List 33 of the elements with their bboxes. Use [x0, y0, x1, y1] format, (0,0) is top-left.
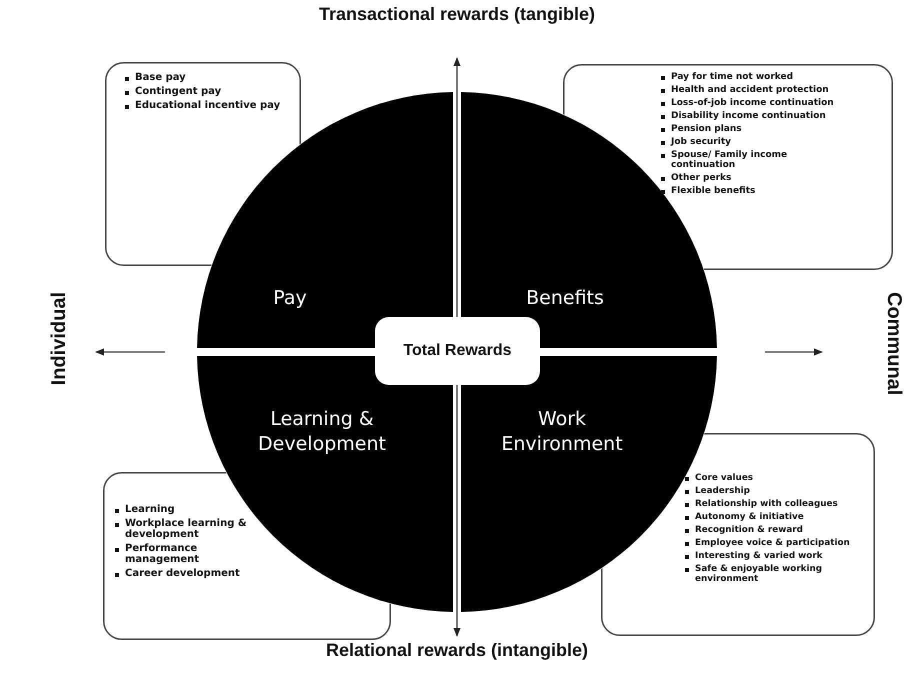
bullet-item: Health and accident protection [671, 85, 829, 95]
bullet-item: Relationship with colleagues [695, 499, 838, 509]
axis-label: Individual [48, 292, 71, 386]
segment-label: Work Environment [500, 407, 624, 456]
bullet-item: Interesting & varied work [695, 551, 823, 561]
bullet-item: Other perks [671, 173, 732, 183]
bullet-item: Contingent pay [135, 86, 222, 97]
bullet-item: Performance management [125, 543, 200, 565]
bullet-item: Base pay [135, 72, 186, 83]
bullet-item: Loss-of-job income continuation [671, 98, 834, 108]
bullet-item: Educational incentive pay [135, 100, 280, 111]
bullet-item: Flexible benefits [671, 186, 756, 196]
bullet-item: Spouse/ Family income continuation [671, 150, 788, 170]
bullet-item: Leadership [695, 486, 750, 496]
bullet-item: Career development [125, 568, 240, 579]
bullet-item: Pay for time not worked [671, 72, 794, 82]
segment-label: Benefits [525, 286, 605, 310]
segment-label: Learning & Development [257, 407, 387, 456]
bullet-item: Job security [671, 137, 732, 147]
segment-label: Pay [272, 286, 308, 310]
bullet-item: Safe & enjoyable working environment [695, 564, 822, 584]
axis-label: Relational rewards (intangible) [324, 640, 590, 661]
bullet-item: Recognition & reward [695, 525, 803, 535]
bullet-item: Disability income continuation [671, 111, 826, 121]
axis-label: Communal [882, 292, 905, 396]
title-box: Total Rewards [375, 317, 540, 385]
bullet-item: Autonomy & initiative [695, 512, 804, 522]
bullet-item: Workplace learning & development [125, 518, 247, 540]
axis-label: Transactional rewards (tangible) [318, 4, 596, 25]
bullet-item: Learning [125, 504, 175, 515]
bullet-item: Core values [695, 473, 754, 483]
bullet-item: Pension plans [671, 124, 742, 134]
bullet-item: Employee voice & participation [695, 538, 850, 548]
